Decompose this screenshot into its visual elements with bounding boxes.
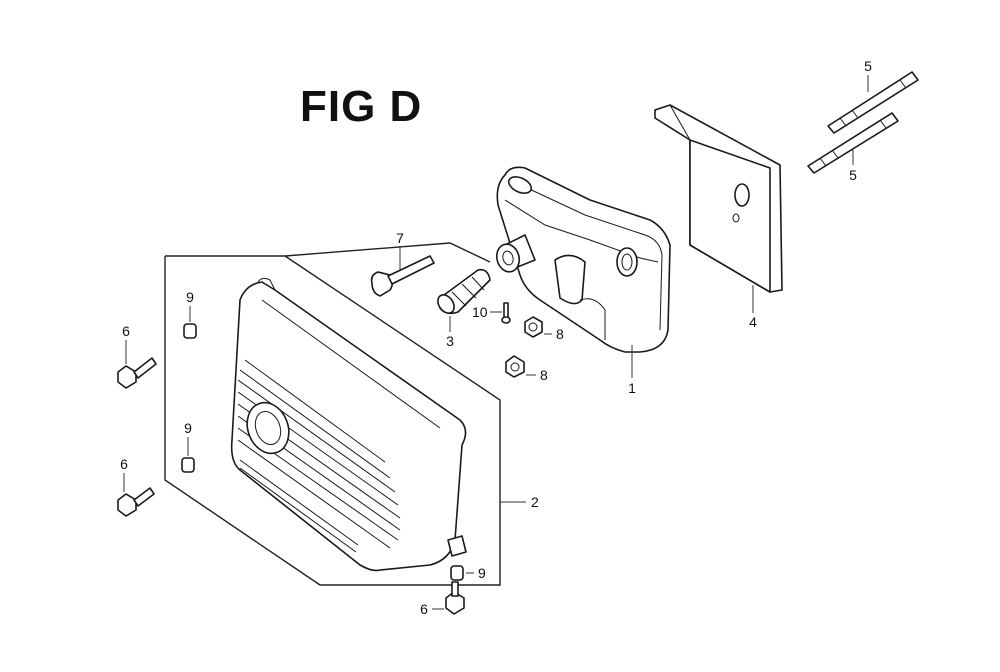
callout-muffler-protector: 2 xyxy=(531,494,539,510)
callout-collar-lower: 9 xyxy=(478,565,486,581)
flange-bolt-bottom xyxy=(445,581,465,615)
nut-lower xyxy=(505,355,525,378)
callout-stud-bolt-upper: 5 xyxy=(864,58,872,74)
callout-long-bolt: 7 xyxy=(396,230,404,246)
flange-bolt-left-upper xyxy=(117,357,157,389)
muffler xyxy=(495,166,671,353)
callout-collar-upper: 9 xyxy=(186,289,194,305)
callout-heat-shield: 4 xyxy=(749,314,757,330)
nut-upper xyxy=(524,316,543,338)
callout-nut-lower: 8 xyxy=(540,367,548,383)
collar-upper xyxy=(183,323,197,339)
figure-title: FIG D xyxy=(300,82,423,131)
protector-bottom-vents xyxy=(239,459,359,553)
flange-bolt-left-lower xyxy=(117,487,155,517)
callout-flange-bolt-left-lower: 6 xyxy=(120,456,128,472)
collar-lower xyxy=(450,565,464,581)
screw xyxy=(501,302,511,324)
callout-screw: 10 xyxy=(472,304,488,320)
stud-bolt-lower xyxy=(807,112,899,174)
callout-flange-bolt-left-upper: 6 xyxy=(122,323,130,339)
stud-bolt-upper xyxy=(827,71,919,134)
heat-shield xyxy=(654,104,783,293)
muffler-protector xyxy=(230,277,467,572)
exhaust-pipe-joint xyxy=(437,268,491,315)
callout-nut-upper: 8 xyxy=(556,326,564,342)
leader-lines xyxy=(123,75,869,610)
callout-collar-middle: 9 xyxy=(184,420,192,436)
callout-exhaust-pipe-joint: 3 xyxy=(446,333,454,349)
callout-muffler: 1 xyxy=(628,380,636,396)
callout-stud-bolt-lower: 5 xyxy=(849,167,857,183)
long-bolt xyxy=(370,255,435,297)
collar-middle xyxy=(181,457,195,473)
callout-flange-bolt-bottom: 6 xyxy=(420,601,428,617)
assembly-frame xyxy=(164,242,501,586)
